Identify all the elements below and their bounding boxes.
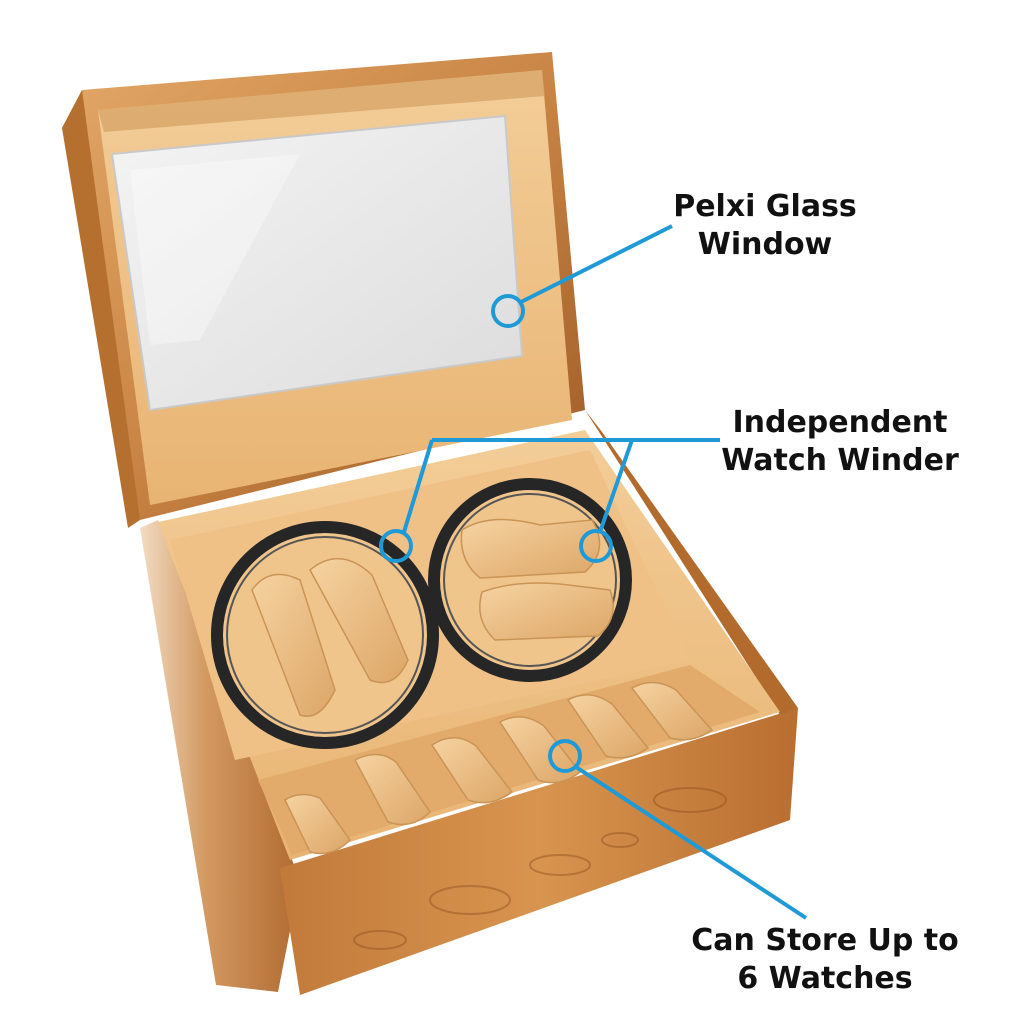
storage-pillow <box>566 694 650 759</box>
watch-pillow <box>479 582 614 641</box>
callout-marker-storage <box>548 739 582 773</box>
callout-line-glass <box>520 224 673 304</box>
storage-pillows <box>284 681 714 855</box>
callout-label-line: Independent <box>732 405 948 440</box>
base-front-face <box>280 708 798 995</box>
callout-line-winder-right <box>598 439 634 533</box>
callout-lines <box>379 224 808 920</box>
callout-marker-winder-left <box>379 529 413 563</box>
base-right-rim <box>585 410 798 715</box>
storage-pillow <box>284 793 351 855</box>
box-lid <box>62 52 585 528</box>
callout-label-glass-window: Pelxi Glass Window <box>660 188 870 265</box>
watch-winder-left <box>211 521 439 749</box>
callout-label-line: Pelxi Glass <box>673 189 857 224</box>
plexi-glass-window <box>110 114 524 412</box>
base-left-side <box>140 520 300 992</box>
storage-pillow <box>430 737 514 804</box>
callout-line-storage <box>574 765 808 920</box>
burl-wood-texture <box>353 787 727 950</box>
callout-label-watch-winder: Independent Watch Winder <box>715 404 965 481</box>
callout-label-line: Watch Winder <box>721 443 959 479</box>
lid-left-edge <box>62 90 140 528</box>
watch-pillow <box>251 573 336 717</box>
callout-label-line: Window <box>697 227 833 263</box>
watch-pillow <box>309 557 409 684</box>
callout-marker-winder-right <box>579 529 613 563</box>
lid-inner-shadow <box>98 70 545 132</box>
glass-reflection <box>130 154 300 345</box>
storage-pillow <box>630 681 714 741</box>
callout-line-winder-left <box>402 439 434 533</box>
storage-pillow <box>353 753 431 826</box>
callout-label-line: 6 Watches <box>737 961 913 997</box>
callout-label-line: Can Store Up to <box>691 923 959 958</box>
watch-pillow <box>460 518 601 579</box>
callout-marker-glass <box>491 294 525 328</box>
callout-label-storage: Can Store Up to 6 Watches <box>690 922 960 999</box>
watch-winder-right <box>428 478 632 682</box>
